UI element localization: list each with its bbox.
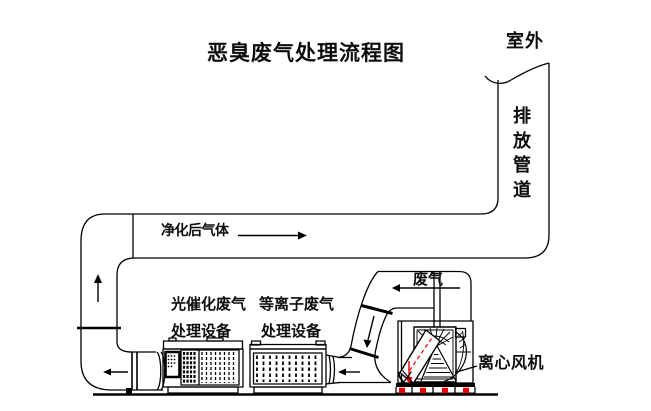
fan-base-bar: [396, 383, 475, 387]
inlet-duct: [325, 354, 391, 385]
diagram-title: 恶臭废气处理流程图: [207, 41, 405, 65]
duct-loop: [77, 62, 550, 394]
plasma-unit-label-line1: 等离子废气: [259, 295, 335, 313]
unit2-base: [253, 386, 323, 394]
unit1-base: [167, 386, 239, 394]
reducer-cone: [325, 354, 341, 385]
purified-gas-label: 净化后气体: [161, 223, 229, 239]
unit1-control-panel: [164, 350, 181, 379]
waste-gas-duct: [337, 270, 472, 384]
unit1-louvers-a: [182, 352, 196, 383]
unit2-lid-tab-left: [250, 340, 262, 346]
fan-outlet-pipe: [399, 329, 441, 385]
centrifugal-fan: [395, 320, 478, 394]
outdoor-label: 室外: [506, 31, 544, 52]
plasma-unit-label-line2: 处理设备: [261, 322, 322, 340]
fan-base-frame: [395, 387, 476, 394]
flow-arrows: [94, 231, 460, 376]
exhaust-pipe-label: 排放管道: [513, 106, 531, 201]
bottom-duct-flange: [131, 352, 138, 390]
waste-duct-diagonal-left: [337, 271, 379, 359]
diagonal-flange-lower: [349, 347, 379, 359]
duct-outer-edge: [80, 80, 499, 391]
waste-duct-inner: [374, 307, 434, 384]
photocatalytic-unit: [162, 337, 244, 394]
unit2-louver-frame: [252, 352, 323, 385]
photocatalytic-unit-label-line1: 光催化废气: [171, 295, 247, 313]
duct-foot-block: [126, 388, 132, 394]
unit1-louvers-b: [201, 352, 235, 383]
waste-duct-outer: [378, 270, 472, 321]
centrifugal-fan-label: 离心风机: [478, 353, 545, 372]
flow-arrow-left-bottom-icon: [103, 368, 128, 376]
fan-volute: [443, 330, 471, 383]
unit2-lid: [249, 343, 327, 350]
pipe-break-line: [484, 62, 550, 84]
waste-gas-label: 废气: [413, 270, 444, 288]
fan-label-leader: [454, 365, 478, 374]
diagonal-flange-upper: [361, 304, 393, 315]
unit2-louvers: [256, 355, 317, 382]
flow-arrow-right-purified-icon: [238, 231, 307, 240]
unit1-lid-bump-mid: [206, 337, 224, 342]
flow-arrow-left-inlet-icon: [338, 368, 360, 376]
flow-arrow-left-wastegas-icon: [392, 284, 460, 292]
unit1-lid-bump-left: [168, 337, 177, 342]
unit1-louver-frame: [180, 349, 240, 386]
fan-outlet-duct: [433, 272, 441, 327]
unit2-lid-tab-right: [315, 340, 326, 346]
unit1-panel-dots: [167, 355, 176, 368]
fan-vibration-dampers: [399, 387, 469, 393]
unit1-body: [162, 348, 244, 388]
flow-arrow-diagonal-icon: [363, 315, 375, 348]
duct-inner-edge: [116, 63, 550, 353]
photocatalytic-unit-label-line2: 处理设备: [171, 322, 232, 340]
fan-motor-box: [454, 327, 467, 338]
flow-arrow-up-icon: [94, 274, 102, 302]
plasma-unit: [249, 340, 327, 394]
unit1-lid: [162, 340, 244, 350]
